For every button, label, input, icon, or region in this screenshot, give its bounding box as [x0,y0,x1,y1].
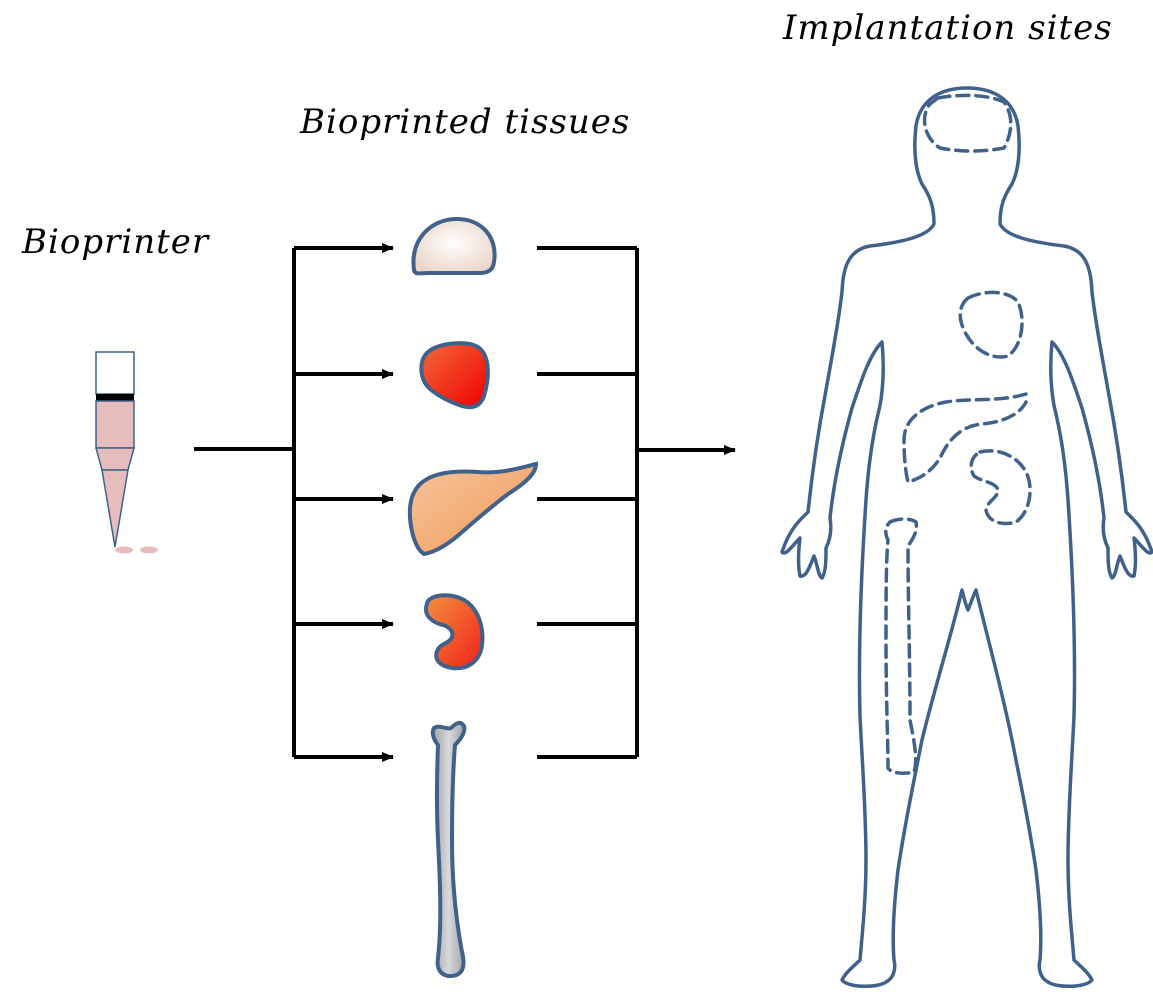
liver-site [902,392,1028,485]
bioprinter-label: Bioprinter [22,222,210,262]
human-body-outline-icon [780,86,1153,988]
bone-icon [430,720,467,979]
kidney-site [969,449,1032,526]
syringe-nozzle-icon [95,351,158,554]
implantation-site-markers [884,93,1032,775]
heart-site [958,290,1024,359]
bone-site [884,517,919,775]
brain-site [922,93,1013,153]
kidney-icon [423,593,485,671]
heart-icon [419,341,490,410]
cartilage-icon [411,216,497,276]
liver-icon [407,461,539,557]
implantation-sites-label: Implantation sites [783,8,1113,48]
bioprinted-tissues-label: Bioprinted tissues [300,102,631,142]
flow-connectors [194,243,736,762]
